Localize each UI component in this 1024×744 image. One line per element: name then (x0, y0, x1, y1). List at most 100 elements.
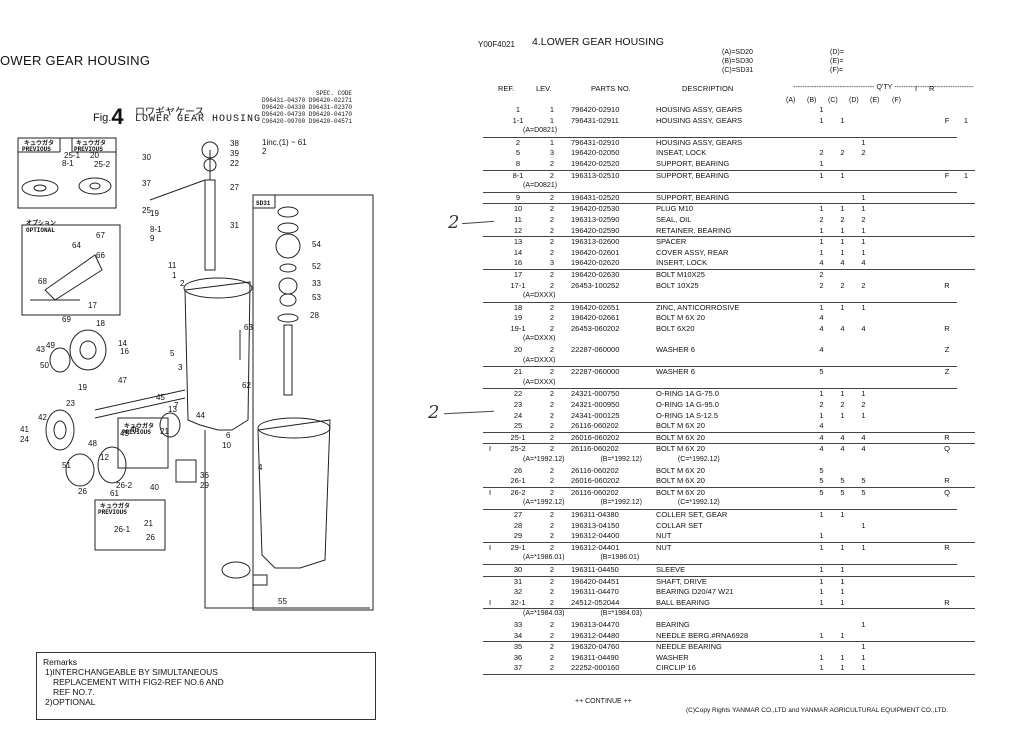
qty-value (916, 281, 937, 292)
change-mark (483, 663, 497, 675)
level: 2 (549, 642, 555, 652)
callout-number: 7 (174, 401, 179, 410)
qty-value: 2 (840, 214, 845, 224)
remark-ref (957, 509, 975, 520)
description: BOLT 10X25 (656, 280, 699, 290)
table-note-row: (A=*1986.01)(B=1986.01) (483, 553, 975, 565)
qty-value (874, 542, 895, 553)
qty-value (874, 192, 895, 205)
callout-number: 31 (230, 221, 239, 230)
qty-value: 1 (811, 597, 832, 610)
ref-number: 23 (513, 400, 523, 410)
callout-number: 4 (258, 463, 263, 472)
level: 3 (539, 258, 565, 270)
part-number: 26116-060202 (571, 465, 619, 475)
qty-value (832, 158, 853, 171)
interchange-code (937, 620, 957, 631)
qty-value (832, 642, 853, 653)
interchange-code (937, 587, 957, 598)
qty-value (895, 421, 916, 433)
level: 2 (539, 158, 565, 171)
change-mark (483, 116, 497, 127)
description: BOLT M 6X 20 (656, 432, 811, 445)
qty-value: 2 (840, 400, 845, 410)
callout-number: 26-2 (116, 481, 133, 490)
qty-value: 1 (811, 531, 832, 543)
qty-value: 5 (840, 487, 845, 497)
callout-number: 10 (222, 441, 231, 450)
qty-value: 1 (840, 410, 845, 420)
interchange-code (937, 421, 957, 433)
change-mark (483, 466, 497, 477)
qty-value (874, 587, 895, 598)
interchange-code: Z (944, 367, 950, 377)
remark-ref (957, 630, 975, 643)
change-mark (483, 400, 497, 411)
part-number: 196312-04480 (565, 630, 656, 643)
level: 2 (549, 302, 555, 312)
ref-number: 11 (514, 214, 522, 224)
qty-value: 1 (861, 652, 866, 662)
effective-date-value: (A=*1984.03) (523, 610, 565, 618)
effective-date-note: (A=*1992.12)(B=*1992.12)(C=*1992.12) (483, 455, 957, 466)
remark-ref (957, 215, 975, 226)
ref-number: 9 (497, 192, 539, 205)
remark-ref (957, 653, 975, 664)
qty-value (916, 148, 937, 159)
qty-value (811, 137, 832, 148)
interchange-code (937, 411, 957, 422)
callout-number: 55 (278, 597, 287, 606)
ref-number: 36 (513, 652, 523, 662)
header-i: I (915, 84, 918, 93)
qty-value (895, 302, 916, 313)
remark-ref (957, 476, 975, 488)
callout-number: 1 (172, 271, 177, 280)
qty-value: 1 (819, 302, 824, 312)
callout-number: 28 (310, 311, 319, 320)
qty-value (832, 192, 853, 205)
remark-ref (957, 345, 975, 356)
change-mark: I (488, 487, 492, 497)
qty-value: 1 (819, 204, 824, 214)
qty-value (916, 258, 937, 270)
effective-date-value: (C=*1992.12) (677, 456, 720, 463)
description: BOLT M 6X 20 (656, 487, 705, 497)
previous-jp-2: キュウガタ (76, 139, 106, 147)
document-code: Y00F4021 (478, 40, 515, 49)
callout-number: 53 (312, 293, 321, 302)
part-number: 196313-02590 (571, 214, 620, 224)
interchange-code: R (937, 597, 957, 610)
change-mark (483, 476, 497, 488)
optional-en: OPTIONAL (26, 227, 55, 234)
qty-value (832, 620, 853, 631)
remark-ref (957, 521, 975, 532)
callout-number: 17 (88, 301, 97, 310)
qty-value (874, 663, 895, 675)
qty-value: 4 (811, 421, 832, 433)
interchange-code: F (944, 170, 950, 180)
qty-value: 2 (861, 400, 866, 410)
level: 2 (549, 237, 555, 247)
description: SUPPORT, BEARING (656, 158, 811, 171)
part-number: 196431-02520 (565, 192, 656, 205)
change-mark (483, 587, 497, 598)
qty-value (853, 531, 874, 543)
sd31-box (252, 194, 374, 611)
effective-date-note: (A=DXXX) (483, 291, 957, 303)
handwritten-mark-1: 2 (448, 212, 460, 233)
effective-date-value: (B=*1992.12) (600, 499, 642, 507)
qty-col-b: (B) (807, 97, 817, 104)
table-note-row: (A=DXXX) (483, 291, 975, 303)
change-mark (483, 137, 497, 148)
qty-value (916, 466, 937, 477)
qty-value (874, 302, 895, 313)
qty-value (832, 466, 853, 477)
qty-value (916, 137, 937, 148)
qty-value (853, 313, 874, 324)
qty-value (853, 597, 874, 610)
effective-date-value: (B=*1984.03) (600, 610, 642, 618)
callout-number: 37 (142, 179, 151, 188)
